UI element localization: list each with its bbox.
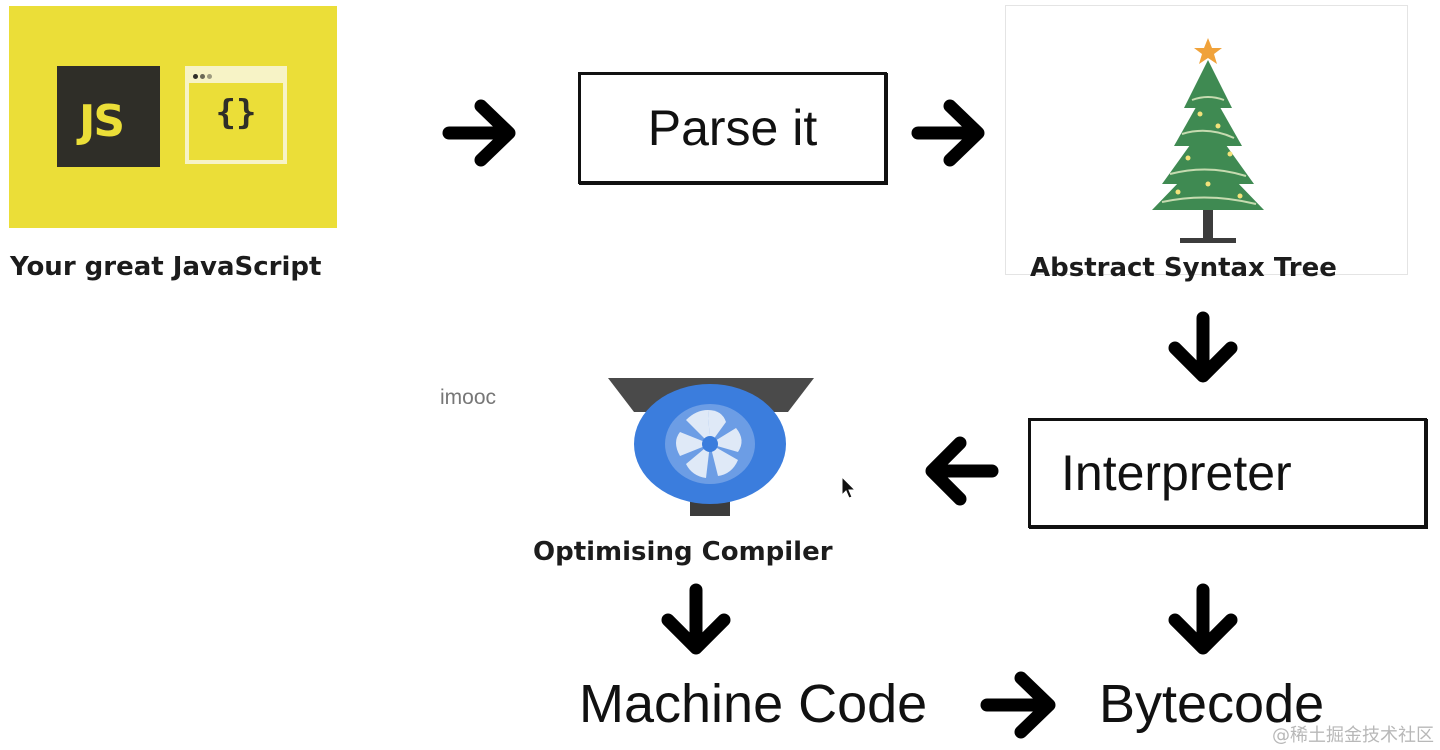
interpreter-step-box: Interpreter	[1028, 418, 1427, 528]
braces-glyph: {}	[215, 93, 257, 133]
window-dot	[207, 74, 212, 79]
code-window-icon: {}	[185, 66, 287, 164]
christmas-tree-icon	[1148, 34, 1268, 250]
compiler-caption: Optimising Compiler	[533, 537, 833, 567]
js-badge-text: JS	[79, 96, 125, 147]
ast-caption: Abstract Syntax Tree	[1030, 253, 1337, 283]
arrow-down-icon	[656, 582, 736, 660]
parse-step-box: Parse it	[578, 72, 887, 184]
machine-code-label: Machine Code	[579, 674, 928, 734]
turbofan-compiler-icon	[608, 376, 814, 522]
javascript-caption: Your great JavaScript	[10, 252, 322, 282]
imooc-watermark: imooc	[440, 386, 497, 409]
interpreter-step-label: Interpreter	[1061, 445, 1292, 501]
mouse-pointer-icon	[841, 475, 857, 504]
parse-step-label: Parse it	[647, 100, 818, 156]
arrow-right-icon	[910, 96, 988, 170]
window-dot	[200, 74, 205, 79]
arrow-right-icon	[441, 96, 519, 170]
js-badge: JS	[57, 66, 160, 167]
arrow-down-icon	[1163, 582, 1243, 660]
arrow-right-icon	[979, 668, 1059, 742]
juejin-watermark: @稀土掘金技术社区	[1272, 725, 1434, 746]
bytecode-label: Bytecode	[1099, 674, 1325, 734]
window-dot	[193, 74, 198, 79]
arrow-left-icon	[922, 433, 1002, 509]
arrow-down-icon	[1163, 310, 1243, 388]
window-titlebar	[189, 70, 283, 83]
ast-frame	[1005, 5, 1408, 275]
